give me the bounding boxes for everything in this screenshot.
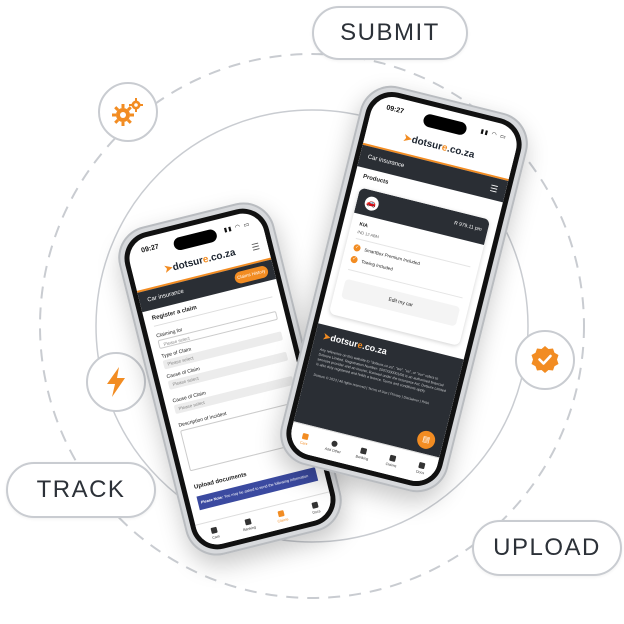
tab-docs[interactable]: Docs bbox=[296, 492, 335, 524]
bolt-bubble bbox=[86, 352, 146, 412]
edit-car-label: Edit my car bbox=[387, 296, 414, 309]
edit-car-button[interactable]: Edit my car bbox=[340, 278, 461, 327]
menu-icon[interactable]: ☰ bbox=[250, 241, 261, 253]
car-plate: IND 12 ABM bbox=[356, 229, 380, 240]
document-icon bbox=[418, 461, 426, 470]
page-title: Car insurance bbox=[367, 154, 405, 170]
signal-battery-icon: ▮▮ ◠ ▭ bbox=[479, 128, 508, 142]
signal-battery-icon: ▮▮ ◠ ▭ bbox=[223, 221, 251, 234]
page-title: Car insurance bbox=[146, 288, 185, 304]
claims-icon bbox=[277, 509, 285, 518]
plus-icon bbox=[330, 440, 339, 448]
premium-price: R 979.11 pm bbox=[453, 220, 483, 233]
tab-label: Docs bbox=[312, 509, 321, 515]
tab-label: Add Other bbox=[324, 446, 342, 455]
notice-strong: Please Note: bbox=[200, 495, 224, 505]
tab-label: Banking bbox=[355, 454, 369, 462]
upload-label: UPLOAD bbox=[472, 520, 622, 576]
car-icon bbox=[301, 432, 310, 441]
track-text: TRACK bbox=[36, 476, 126, 503]
badge-bubble bbox=[515, 330, 575, 390]
upload-text: UPLOAD bbox=[493, 534, 601, 561]
bank-icon bbox=[244, 518, 252, 526]
tab-label: Docs bbox=[415, 469, 425, 476]
check-icon: ✓ bbox=[349, 255, 359, 264]
document-icon bbox=[311, 501, 319, 509]
car-icon bbox=[210, 526, 219, 534]
tab-label: Claims bbox=[277, 517, 289, 524]
status-time: 09:27 bbox=[385, 104, 405, 116]
gears-bubble bbox=[98, 82, 158, 142]
tab-label: Banking bbox=[242, 525, 257, 533]
check-icon: ✓ bbox=[352, 243, 362, 253]
status-time: 09:27 bbox=[140, 243, 160, 255]
tab-label: Cars bbox=[299, 440, 308, 447]
car-icon: 🚗 bbox=[363, 195, 381, 213]
gear-icon bbox=[112, 98, 143, 126]
submit-label: SUBMIT bbox=[312, 6, 468, 60]
tab-cars[interactable]: Cars bbox=[195, 517, 234, 549]
chat-icon: ▤ bbox=[421, 434, 432, 445]
tab-label: Claims bbox=[385, 461, 397, 469]
submit-text: SUBMIT bbox=[340, 19, 440, 46]
check-badge-icon bbox=[531, 346, 559, 373]
tab-label: Cars bbox=[211, 534, 221, 540]
menu-icon[interactable]: ☰ bbox=[488, 182, 500, 195]
claims-icon bbox=[389, 454, 397, 462]
bank-icon bbox=[359, 447, 368, 455]
products-title: Products bbox=[362, 173, 389, 186]
car-name: KIA bbox=[358, 221, 369, 230]
feature-label: Towing Included bbox=[360, 258, 394, 272]
tab-docs[interactable]: Docs bbox=[403, 451, 439, 485]
tab-banking[interactable]: Banking bbox=[229, 509, 268, 541]
lightning-icon bbox=[107, 367, 125, 397]
product-card: 🚗 R 979.11 pm KIA IND 12 ABM ✓ SmartBox … bbox=[328, 187, 491, 346]
tab-claims[interactable]: Claims bbox=[262, 501, 301, 533]
track-label: TRACK bbox=[6, 462, 156, 518]
